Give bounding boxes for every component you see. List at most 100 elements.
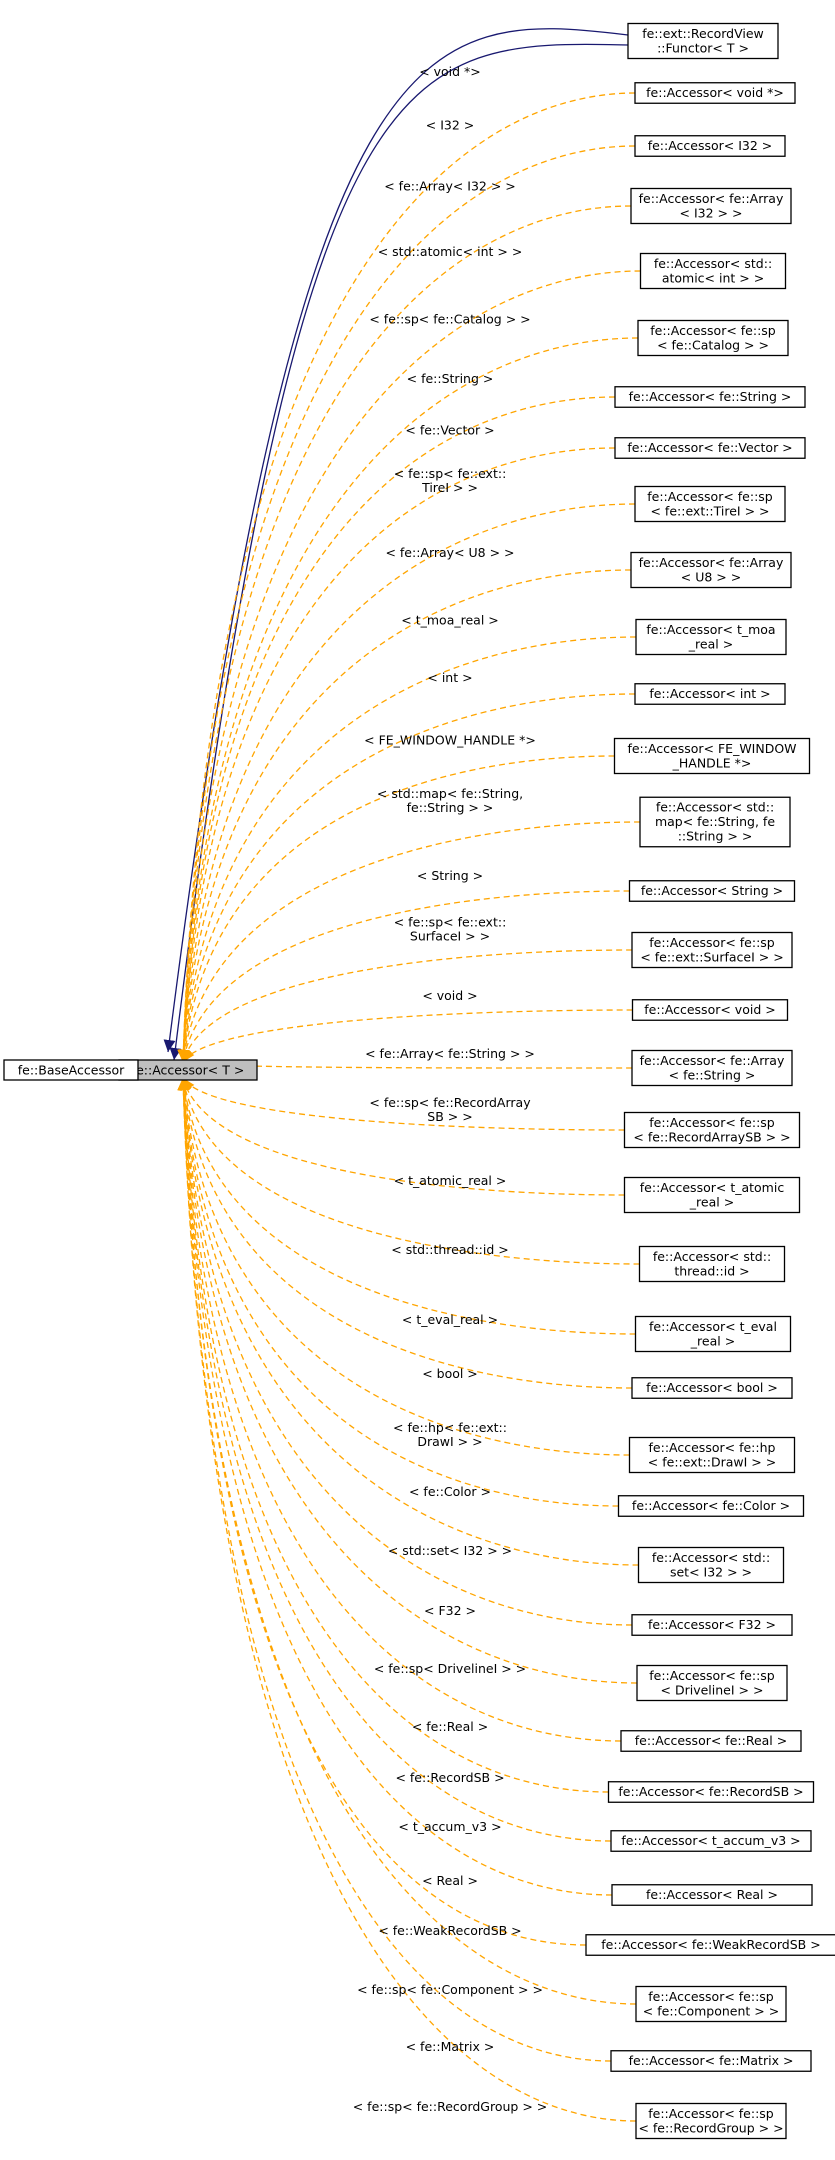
template-edge	[177, 270, 641, 1063]
template-edge	[177, 1077, 637, 2122]
functor-node-box	[627, 22, 779, 60]
instantiation-node[interactable]: fe::Accessor< fe::Array< U8 > >	[630, 551, 792, 589]
instantiation-node[interactable]: fe::Accessor< fe::sp< fe::Catalog > >	[637, 319, 789, 357]
functor-edge-a	[163, 28, 629, 1053]
instantiation-node-text: fe::Accessor< t_moa	[646, 622, 775, 637]
instantiation-node[interactable]: fe::Accessor< fe::sp< fe::Component > >	[635, 1985, 787, 2023]
instantiation-node[interactable]: fe::Accessor< fe::sp< fe::RecordArraySB …	[623, 1111, 801, 1149]
instantiation-node[interactable]: fe::Accessor< fe::RecordSB >	[607, 1781, 815, 1803]
instantiation-node[interactable]: fe::Accessor< String >	[628, 880, 796, 902]
instantiation-node-text: fe::Accessor< fe::sp	[649, 1115, 775, 1130]
instantiation-node-box	[639, 252, 787, 290]
instantiation-node-box	[613, 737, 811, 775]
instantiation-node[interactable]: fe::Accessor< fe::WeakRecordSB >	[585, 1934, 835, 1956]
instantiation-node-box	[611, 1884, 813, 1906]
template-edge	[177, 1077, 612, 2062]
instantiation-node-box	[634, 135, 786, 157]
instantiation-node[interactable]: fe::Accessor< fe::Vector >	[614, 437, 806, 459]
edge-label: < std::set< I32 > >	[388, 1543, 512, 1558]
instantiation-node[interactable]: fe::Accessor< fe::hp< fe::ext::DrawI > >	[628, 1436, 796, 1474]
instantiation-node-box	[637, 1546, 785, 1584]
functor-node[interactable]: fe::ext::RecordView::Functor< T >	[627, 22, 779, 60]
instantiation-node-box	[634, 485, 786, 523]
template-edge	[177, 1077, 609, 1793]
instantiation-node-box	[631, 1614, 793, 1636]
edge-label: < Real >	[422, 1873, 478, 1888]
instantiation-node-box	[607, 1781, 815, 1803]
instantiation-node[interactable]: fe::Accessor< Real >	[611, 1884, 813, 1906]
functor-edge-b	[169, 43, 629, 1061]
instantiation-node-box	[631, 999, 789, 1021]
instantiation-node[interactable]: fe::Accessor< t_atomic_real >	[623, 1176, 801, 1214]
instantiation-node[interactable]: fe::Accessor< fe::String >	[614, 386, 806, 408]
instantiation-node[interactable]: fe::Accessor< int >	[634, 683, 786, 705]
instantiation-node-text: < fe::ext::TireI > >	[650, 503, 769, 518]
instantiation-node[interactable]: fe::Accessor< fe::Real >	[620, 1730, 802, 1752]
instantiation-node-text: fe::Accessor< t_atomic	[640, 1180, 785, 1195]
edge-label: < fe::sp< fe::RecordArray	[369, 1095, 531, 1110]
instantiation-node-text: fe::Accessor< void *>	[646, 85, 784, 100]
instantiation-node[interactable]: fe::Accessor< F32 >	[631, 1614, 793, 1636]
instantiation-node-box	[631, 1049, 793, 1087]
instantiation-node-text: map< fe::String, fe	[655, 814, 775, 829]
instantiation-node[interactable]: fe::Accessor< fe::Matrix >	[610, 2050, 812, 2072]
instantiation-node[interactable]: fe::Accessor< t_moa_real >	[635, 618, 787, 656]
instantiation-node-box	[636, 1664, 788, 1702]
focus-node[interactable]: fe::Accessor< T >	[118, 1059, 258, 1081]
instantiation-node-box	[630, 551, 792, 589]
instantiation-node-box	[630, 187, 792, 225]
instantiation-node[interactable]: fe::Accessor< void >	[631, 999, 789, 1021]
instantiation-node-text: fe::Accessor< std::	[652, 1550, 770, 1565]
edge-label: < void >	[422, 988, 477, 1003]
edge-label: < bool >	[422, 1366, 478, 1381]
edge-label: < t_accum_v3 >	[398, 1819, 501, 1834]
instantiation-node[interactable]: fe::Accessor< fe::sp< fe::ext::SurfaceI …	[631, 931, 793, 969]
template-edge	[180, 1077, 625, 1196]
instantiation-node-box	[610, 2050, 812, 2072]
base-node-box	[3, 1059, 139, 1081]
instantiation-node[interactable]: fe::Accessor< bool >	[631, 1377, 793, 1399]
instantiation-node[interactable]: fe::Accessor< I32 >	[634, 135, 786, 157]
edge-label: < fe::sp< fe::ext::	[394, 466, 507, 481]
instantiation-node-box	[635, 1985, 787, 2023]
edge-label: < fe::RecordSB >	[395, 1770, 504, 1785]
edge-label: < String >	[417, 868, 483, 883]
instantiation-node-text: < fe::RecordGroup > >	[638, 2120, 783, 2135]
instantiation-node-text: fe::Accessor< std::	[656, 800, 774, 815]
instantiation-node[interactable]: fe::Accessor< void *>	[634, 82, 796, 104]
edge-label: < fe::Matrix >	[406, 2039, 495, 2054]
instantiation-node[interactable]: fe::Accessor< fe::sp< DrivelineI > >	[636, 1664, 788, 1702]
edge-label: < fe::Vector >	[405, 422, 494, 437]
instantiation-node-text: < DrivelineI > >	[661, 1682, 764, 1697]
instantiation-node[interactable]: fe::Accessor< fe::Color >	[617, 1495, 805, 1517]
template-edge	[177, 1077, 633, 1626]
instantiation-node[interactable]: fe::Accessor< std::thread::id >	[638, 1245, 786, 1283]
instantiation-node[interactable]: fe::Accessor< fe::Array< fe::String >	[631, 1049, 793, 1087]
instantiation-node-text: fe::Accessor< String >	[641, 883, 783, 898]
instantiation-node[interactable]: fe::Accessor< std::set< I32 > >	[637, 1546, 785, 1584]
instantiation-node[interactable]: fe::Accessor< t_accum_v3 >	[610, 1830, 812, 1852]
instantiation-node-text: fe::Accessor< fe::Real >	[635, 1733, 787, 1748]
instantiation-node-box	[638, 1245, 786, 1283]
edge-label: < fe::sp< fe::RecordGroup > >	[353, 2099, 548, 2114]
instantiation-node[interactable]: fe::Accessor< fe::Array< I32 > >	[630, 187, 792, 225]
instantiation-node[interactable]: fe::Accessor< std::atomic< int > >	[639, 252, 787, 290]
instantiation-node-text: set< I32 > >	[670, 1564, 752, 1579]
instantiation-node[interactable]: fe::Accessor< FE_WINDOW_HANDLE *>	[613, 737, 811, 775]
instantiation-node-text: fe::Accessor< Real >	[646, 1887, 778, 1902]
base-node-text: fe::BaseAccessor	[18, 1063, 125, 1078]
instantiation-node-box	[634, 82, 796, 104]
instantiation-node-box	[637, 319, 789, 357]
instantiation-node-text: fe::Accessor< fe::String >	[629, 389, 792, 404]
template-edge	[177, 636, 637, 1063]
base-node[interactable]: fe::BaseAccessor	[3, 1059, 139, 1081]
instantiation-node[interactable]: fe::Accessor< t_eval_real >	[634, 1315, 792, 1353]
instantiation-node[interactable]: fe::Accessor< fe::sp< fe::RecordGroup > …	[635, 2102, 787, 2140]
edge-label: fe::String > >	[407, 800, 494, 815]
instantiation-node[interactable]: fe::Accessor< fe::sp< fe::ext::TireI > >	[634, 485, 786, 523]
instantiation-node-text: atomic< int > >	[662, 270, 764, 285]
instantiation-node-text: _real >	[690, 1333, 735, 1348]
instantiation-node[interactable]: fe::Accessor< std::map< fe::String, fe::…	[639, 796, 791, 848]
instantiation-node-text: fe::Accessor< t_eval	[649, 1319, 777, 1334]
instantiation-node-text: fe::Accessor< fe::sp	[648, 1989, 774, 2004]
